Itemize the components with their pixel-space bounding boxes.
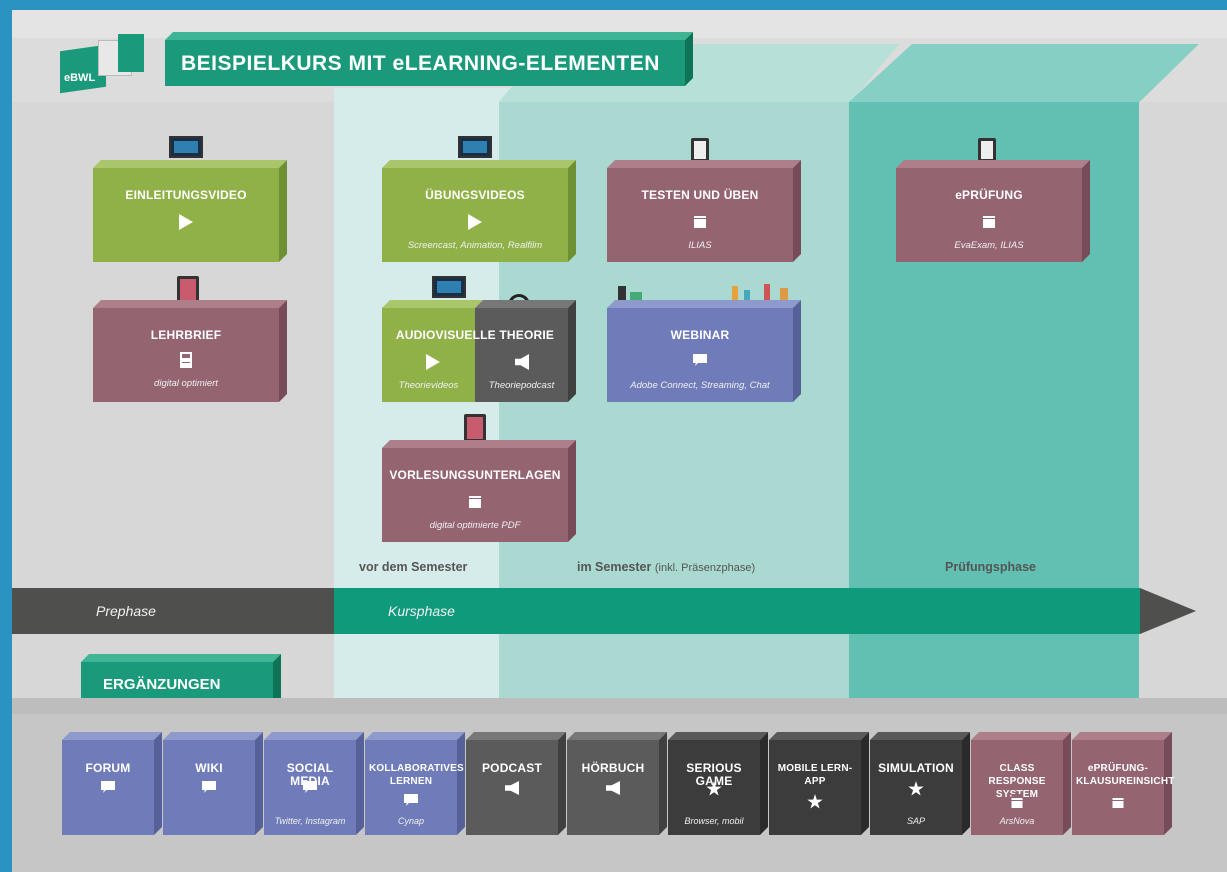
- page-title-banner: BEISPIELKURS MIT eLEARNING-ELEMENTEN: [165, 32, 693, 86]
- box-title: ePRÜFUNG: [955, 188, 1023, 202]
- ergaenzungen-label: ERGÄNZUNGEN: [103, 676, 221, 693]
- box-subtitle: digital optimiert: [154, 378, 218, 389]
- box-title: VORLESUNGSUNTERLAGEN: [389, 468, 561, 482]
- ergaenzung-box: SOCIAL MEDIATwitter, Instagram: [264, 732, 364, 835]
- ergaenzung-title: SIMULATION: [878, 761, 954, 775]
- box-vorlesungsunterlagen: VORLESUNGSUNTERLAGEN digital optimierte …: [382, 440, 576, 542]
- ergaenzung-title: WIKI: [195, 761, 223, 775]
- timeline-arrow-head: [1140, 588, 1196, 634]
- timeline-label-kursphase: Kursphase: [388, 603, 455, 619]
- chat-icon: [101, 781, 115, 793]
- box-title: WEBINAR: [670, 328, 730, 342]
- ergaenzung-subtitle: Browser, mobil: [684, 816, 744, 826]
- play-icon: [426, 354, 440, 370]
- box-title: ÜBUNGSVIDEOS: [425, 188, 525, 202]
- box-uebungsvideos: ÜBUNGSVIDEOS Screencast, Animation, Real…: [382, 160, 576, 262]
- phase-label-im: im Semester (inkl. Präsenzphase): [577, 560, 755, 574]
- box-title-audiovisuelle-theorie: AUDIOVISUELLE THEORIE: [395, 328, 555, 342]
- ereader-icon: [691, 138, 709, 164]
- logo-text: eBWL: [64, 72, 96, 84]
- box-lehrbrief: LEHRBRIEF digital optimiert: [93, 300, 287, 402]
- ergaenzung-box: WIKI: [163, 732, 263, 835]
- box-subtitle: EvaExam, ILIAS: [954, 240, 1024, 251]
- ergaenzung-box: SERIOUS GAME Browser, mobil: [668, 732, 768, 835]
- chat-icon: [303, 781, 317, 793]
- chat-icon: [404, 794, 418, 806]
- box-subtitle: ILIAS: [688, 240, 712, 251]
- monitor-icon: [169, 136, 203, 158]
- play-icon: [468, 214, 482, 230]
- phase-column-pruefung-top: [849, 44, 1199, 102]
- timeline-label-prephase: Prephase: [96, 603, 156, 619]
- ergaenzung-subtitle: Twitter, Instagram: [274, 816, 346, 826]
- box-title: EINLEITUNGSVIDEO: [125, 188, 247, 202]
- diagram-stage: eBWL BEISPIELKURS MIT eLEARNING-ELEMENTE…: [12, 10, 1227, 872]
- timeline-prephase-bar: [12, 588, 334, 634]
- ergaenzung-box: MOBILE LERN-APP: [769, 732, 869, 835]
- ergaenzung-subtitle: ArsNova: [999, 816, 1035, 826]
- ergaenzung-box: SIMULATION SAP: [870, 732, 970, 835]
- box-title: TESTEN UND ÜBEN: [641, 188, 759, 202]
- ergaenzung-title: PODCAST: [481, 761, 543, 775]
- box-subtitle-theorievideos: Theorievideos: [398, 380, 459, 391]
- ergaenzung-title: ePRÜFUNG-KLAUSUREINSICHT: [1076, 763, 1175, 787]
- tablet-icon: [464, 414, 486, 444]
- ergaenzung-box: FORUM: [62, 732, 162, 835]
- document-icon: [1112, 794, 1124, 808]
- phase-label-pruefung: Prüfungsphase: [945, 560, 1036, 574]
- document-icon: [983, 212, 995, 228]
- chat-icon: [202, 781, 216, 793]
- box-audiovisuelle-theorie-podcast: [475, 300, 576, 402]
- box-subtitle: Adobe Connect, Streaming, Chat: [630, 380, 770, 391]
- ergaenzungen-row: FORUM WIKI SOCIAL MEDIATwitter, InstagramK…: [62, 732, 1175, 835]
- ebwl-logo: eBWL: [60, 34, 146, 94]
- box-epruefung: ePRÜFUNG EvaExam, ILIAS: [896, 160, 1090, 262]
- ergaenzung-box: HÖRBUCH: [567, 732, 667, 835]
- phase-column-vor-top: [334, 88, 524, 102]
- document-icon: [694, 212, 706, 228]
- ergaenzung-subtitle: SAP: [906, 816, 925, 826]
- ergaenzung-box: ePRÜFUNG-KLAUSUREINSICHT: [1072, 732, 1175, 835]
- ergaenzung-title: MOBILE LERN-APP: [777, 763, 853, 787]
- box-subtitle: digital optimierte PDF: [429, 520, 521, 531]
- box-title: LEHRBRIEF: [150, 328, 222, 342]
- document-icon: [1011, 794, 1023, 808]
- tablet-icon: [177, 276, 199, 306]
- box-einleitungsvideo: EINLEITUNGSVIDEO: [93, 160, 287, 262]
- ergaenzung-subtitle: Cynap: [397, 816, 424, 826]
- box-webinar: WEBINAR Adobe Connect, Streaming, Chat: [607, 300, 801, 402]
- box-subtitle: Screencast, Animation, Realfilm: [407, 240, 543, 251]
- bottom-tray-top: [12, 698, 1227, 714]
- phase-label-im-main: im Semester: [577, 560, 652, 574]
- timeline-kursphase-bar: [334, 588, 1140, 634]
- document-icon: [180, 352, 192, 368]
- phase-label-im-suffix: (inkl. Präsenzphase): [654, 562, 756, 574]
- page-title: BEISPIELKURS MIT eLEARNING-ELEMENTEN: [181, 52, 660, 75]
- monitor-icon: [458, 136, 492, 158]
- document-icon: [469, 492, 481, 508]
- ergaenzung-title: KOLLABORATIVES LERNEN: [369, 763, 464, 787]
- ergaenzung-box: CLASS RESPONSE SYSTEMArsNova: [971, 732, 1071, 835]
- monitor-icon: [432, 276, 466, 298]
- ergaenzung-title: SERIOUS GAME: [686, 761, 742, 788]
- ergaenzung-box: KOLLABORATIVES LERNEN Cynap: [365, 732, 465, 835]
- desk-items-icon: [612, 282, 802, 304]
- box-testen-und-ueben: TESTEN UND ÜBEN ILIAS: [607, 160, 801, 262]
- box-subtitle-theoriepodcast: Theoriepodcast: [488, 380, 555, 391]
- phase-label-vor: vor dem Semester: [359, 560, 468, 574]
- ergaenzung-box: PODCAST: [466, 732, 566, 835]
- ergaenzung-title: HÖRBUCH: [581, 761, 645, 775]
- play-icon: [179, 214, 193, 230]
- chat-icon: [693, 354, 707, 366]
- ergaenzung-title: FORUM: [85, 761, 131, 775]
- ereader-icon: [978, 138, 996, 164]
